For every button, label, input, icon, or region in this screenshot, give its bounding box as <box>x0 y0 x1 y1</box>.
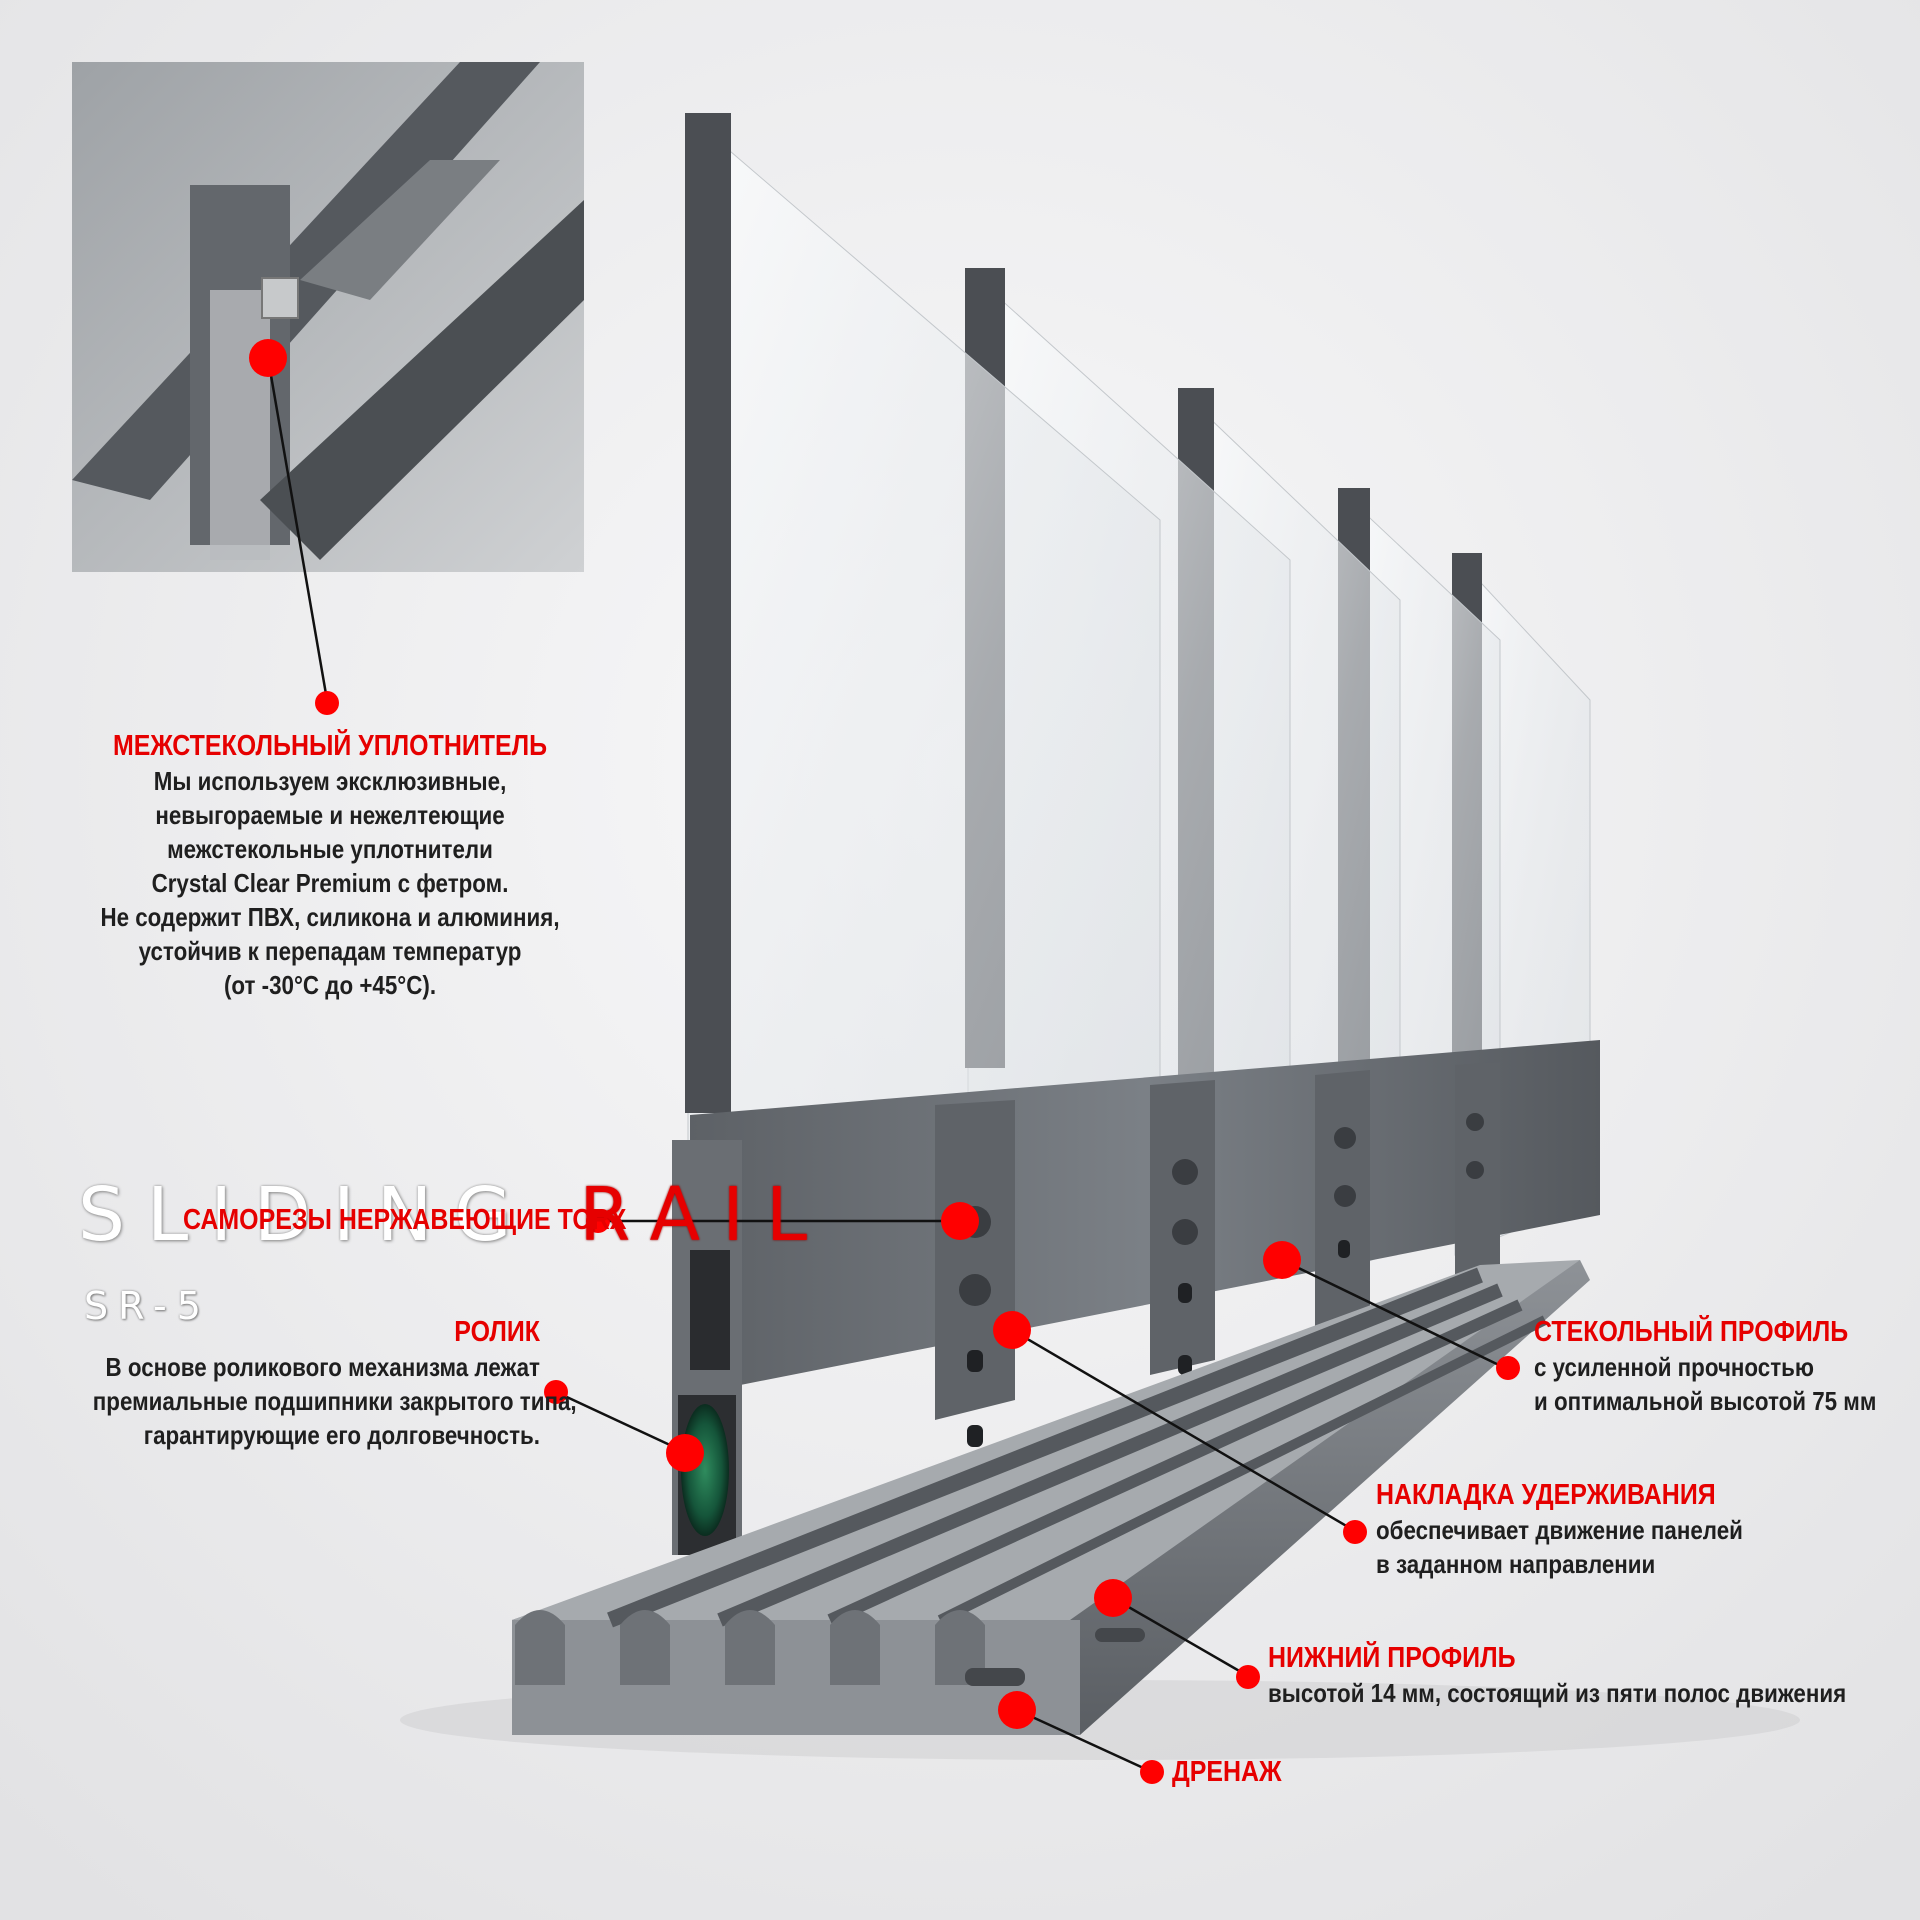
callout-glass-profile-line: с усиленной прочностью <box>1534 1352 1815 1382</box>
callout-screws: САМОРЕЗЫ НЕРЖАВЕЮЩИЕ TORX <box>183 1202 627 1238</box>
callout-drain: ДРЕНАЖ <box>1172 1754 1282 1790</box>
leader-lines <box>266 357 1506 1773</box>
callout-seal-line: Crystal Clear Premium с фетром. <box>151 868 509 898</box>
callout-glass-profile-title: СТЕКОЛЬНЫЙ ПРОФИЛЬ <box>1534 1316 1849 1348</box>
callout-roller-line: В основе роликового механизма лежат <box>105 1352 540 1382</box>
callout-retainer-title: НАКЛАДКА УДЕРЖИВАНИЯ <box>1376 1479 1716 1511</box>
callout-glass-profile: СТЕКОЛЬНЫЙ ПРОФИЛЬ с усиленной прочность… <box>1534 1314 1876 1418</box>
callout-roller-line: премиальные подшипники закрытого типа, <box>92 1386 577 1416</box>
bottom-rail <box>512 1260 1590 1735</box>
callout-retainer-line: в заданном направлении <box>1376 1549 1656 1579</box>
detail-inset <box>72 62 584 572</box>
callout-seal-line: невыгораемые и нежелтеющие <box>155 800 505 830</box>
callout-glass-profile-line: и оптимальной высотой 75 мм <box>1534 1386 1877 1416</box>
callout-bottom-profile-title: НИЖНИЙ ПРОФИЛЬ <box>1268 1642 1516 1674</box>
callout-retainer: НАКЛАДКА УДЕРЖИВАНИЯ обеспечивает движен… <box>1376 1477 1743 1581</box>
callout-seal-line: Не содержит ПВХ, силикона и алюминия, <box>100 902 560 932</box>
glass-profile <box>690 1040 1600 1447</box>
callout-seal-line: Мы используем эксклюзивные, <box>153 766 507 796</box>
brand-word-rail: RAIL <box>579 1172 830 1258</box>
callout-seal: МЕЖСТЕКОЛЬНЫЙ УПЛОТНИТЕЛЬ Мы используем … <box>81 728 580 1002</box>
brand-word-sliding: SLIDING <box>78 1172 534 1258</box>
callout-retainer-line: обеспечивает движение панелей <box>1376 1515 1743 1545</box>
model-name: SR-5 <box>84 1284 211 1328</box>
callout-screws-title: САМОРЕЗЫ НЕРЖАВЕЮЩИЕ TORX <box>183 1204 627 1236</box>
callout-roller: РОЛИК В основе роликового механизма лежа… <box>92 1314 577 1452</box>
callout-roller-title: РОЛИК <box>454 1316 540 1348</box>
glass-panel <box>685 113 1161 1331</box>
callout-bottom-profile-line: высотой 14 мм, состоящий из пяти полос д… <box>1268 1678 1847 1708</box>
callout-bottom-profile: НИЖНИЙ ПРОФИЛЬ высотой 14 мм, состоящий … <box>1268 1640 1846 1710</box>
callout-seal-line: (от -30°С до +45°С). <box>223 970 437 1000</box>
callout-seal-title: МЕЖСТЕКОЛЬНЫЙ УПЛОТНИТЕЛЬ <box>112 730 548 762</box>
brand-logo: SLIDING RAIL <box>78 1172 829 1258</box>
callout-markers <box>249 339 1520 1784</box>
callout-drain-title: ДРЕНАЖ <box>1172 1756 1282 1788</box>
callout-seal-line: межстекольные уплотнители <box>167 834 493 864</box>
callout-seal-line: устойчив к перепадам температур <box>138 936 522 966</box>
callout-roller-line: гарантирующие его долговечность. <box>143 1420 540 1450</box>
